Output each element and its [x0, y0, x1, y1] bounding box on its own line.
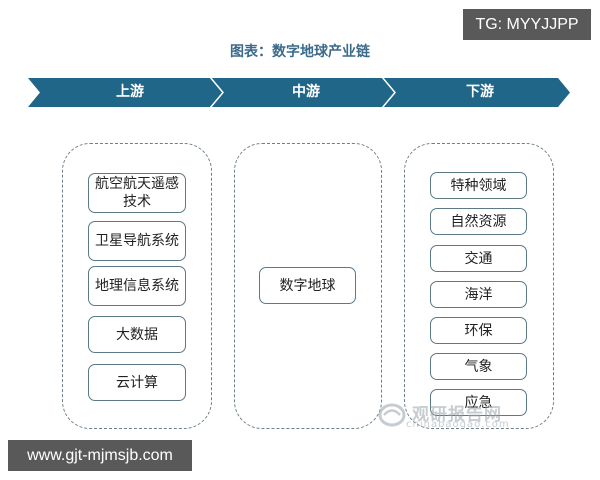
stage-label-downstream: 下游: [466, 84, 494, 100]
downstream-item: 自然资源: [430, 208, 527, 235]
tg-badge: TG: MYYJJPP: [463, 9, 591, 40]
watermark-brand-en: chinabaogao.com: [406, 419, 510, 430]
stage-arrow-midstream: [211, 78, 402, 107]
stage-arrow-upstream: [28, 78, 230, 107]
url-badge: www.gjt-mjmsjb.com: [8, 440, 192, 471]
watermark-brand-cn: 观研报告网: [412, 405, 502, 425]
downstream-item: 气象: [430, 353, 527, 380]
downstream-item: 交通: [430, 245, 527, 272]
midstream-group: [234, 143, 382, 429]
upstream-item: 航空航天遥感技术: [88, 173, 186, 213]
midstream-item: 数字地球: [259, 267, 356, 304]
downstream-item: 特种领域: [430, 172, 527, 199]
diagram-title: 图表：数字地球产业链: [230, 44, 370, 60]
stage-arrow-downstream: [383, 78, 570, 107]
stage-label-midstream: 中游: [292, 84, 320, 100]
downstream-item: 海洋: [430, 281, 527, 308]
upstream-item: 大数据: [88, 316, 186, 353]
upstream-item: 云计算: [88, 364, 186, 401]
brand-logo-icon: [378, 403, 406, 427]
upstream-item: 卫星导航系统: [88, 221, 186, 261]
upstream-item: 地理信息系统: [88, 266, 186, 306]
stage-label-upstream: 上游: [116, 84, 144, 100]
downstream-item: 应急: [430, 389, 527, 416]
upstream-group: [62, 143, 212, 429]
downstream-group: [404, 143, 554, 429]
downstream-item: 环保: [430, 317, 527, 344]
